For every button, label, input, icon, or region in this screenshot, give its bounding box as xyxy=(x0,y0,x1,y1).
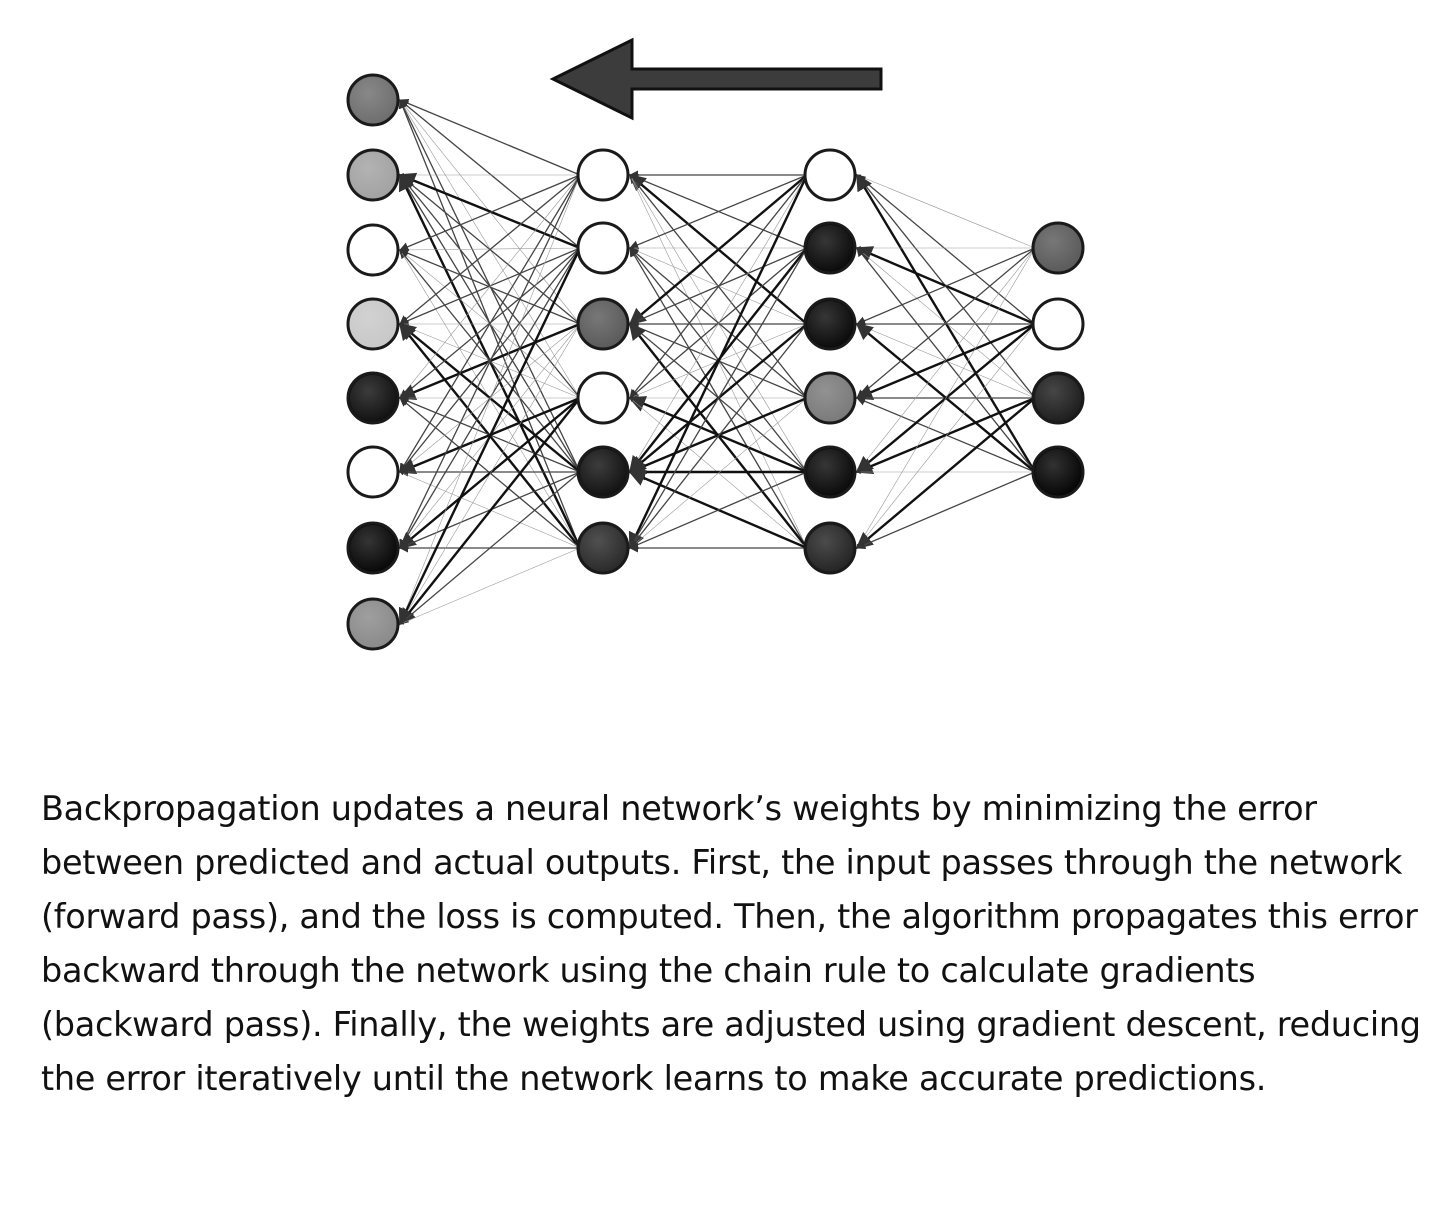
connection-edge xyxy=(629,247,808,549)
connection-edge xyxy=(398,397,581,550)
neuron-highlight xyxy=(807,152,853,198)
neuron-highlight xyxy=(580,152,626,198)
connection-edge xyxy=(399,471,581,625)
neuron-highlight xyxy=(807,449,853,495)
connection-edge xyxy=(629,174,808,473)
layer-hidden-2 xyxy=(803,148,857,575)
connection-edge xyxy=(399,547,581,625)
layer-hidden-1 xyxy=(576,148,630,575)
connection-edge xyxy=(399,174,581,625)
connection-edge xyxy=(398,397,581,626)
neuron-highlight xyxy=(1035,225,1081,271)
neuron-highlight xyxy=(350,601,396,647)
connection-edge xyxy=(856,471,1036,549)
diagram-caption: Backpropagation updates a neural network… xyxy=(41,789,1421,1098)
neuron-highlight xyxy=(580,375,626,421)
connection-edge xyxy=(399,174,581,252)
neuron-highlight xyxy=(580,525,626,571)
neuron-highlight xyxy=(580,225,626,271)
connection-edge xyxy=(399,247,581,326)
connection-edge xyxy=(856,323,1036,549)
connection-edge xyxy=(399,247,581,549)
connection-edge xyxy=(629,174,808,399)
connection-edge xyxy=(629,174,808,250)
connection-edge xyxy=(856,174,1036,249)
neuron-highlight xyxy=(580,449,626,495)
connection-edge xyxy=(399,174,581,473)
connection-edge xyxy=(855,397,1036,550)
connection-edge xyxy=(856,247,1036,473)
neural-network-diagram xyxy=(346,37,1085,651)
neuron-highlight xyxy=(1035,301,1081,347)
connection-edge xyxy=(399,247,581,473)
neuron-highlight xyxy=(350,227,396,273)
neuron-highlight xyxy=(807,525,853,571)
neuron-highlight xyxy=(807,301,853,347)
connection-edge xyxy=(399,98,581,176)
neuron-highlight xyxy=(350,301,396,347)
neuron-highlight xyxy=(350,525,396,571)
layer-output xyxy=(1031,221,1085,499)
neuron-highlight xyxy=(350,375,396,421)
connection-edge xyxy=(399,174,581,399)
connection-edge xyxy=(856,247,1036,325)
neuron-highlight xyxy=(1035,449,1081,495)
connection-edge xyxy=(399,323,581,625)
layer-input xyxy=(346,73,400,651)
connection-edge xyxy=(855,322,1036,400)
neuron-highlight xyxy=(807,225,853,271)
connection-edge xyxy=(399,174,581,549)
connection-edge xyxy=(629,397,808,549)
neuron-highlight xyxy=(807,375,853,421)
connection-edge xyxy=(399,174,581,325)
neuron-highlight xyxy=(350,152,396,198)
neuron-highlight xyxy=(350,77,396,123)
neuron-highlight xyxy=(350,449,396,495)
backward-direction-arrow-icon xyxy=(549,37,883,121)
connection-edge xyxy=(399,99,581,249)
connection-edge xyxy=(855,396,1036,474)
connection-edge xyxy=(628,174,808,326)
connection-edge xyxy=(856,174,1036,325)
connection-edge xyxy=(856,247,1036,549)
connection-edges xyxy=(398,98,1037,626)
connection-edge xyxy=(628,174,809,550)
connection-edge xyxy=(398,247,582,626)
neuron-layers xyxy=(346,73,1085,651)
connection-edge xyxy=(629,323,808,549)
connection-edge xyxy=(629,471,808,549)
neuron-highlight xyxy=(1035,375,1081,421)
connection-edge xyxy=(856,247,1036,399)
neuron-highlight xyxy=(580,301,626,347)
